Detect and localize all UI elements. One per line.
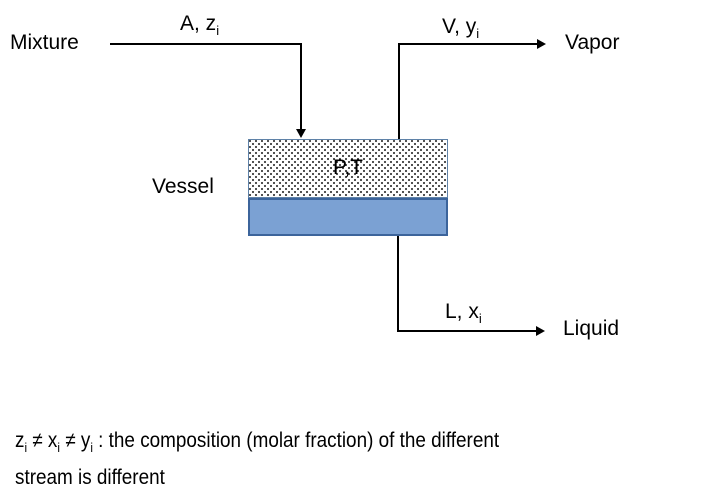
caption-term-y-sub: i	[90, 440, 93, 455]
vessel-label: Vessel	[152, 175, 214, 198]
caption-rest-line-1: : the composition (molar fraction) of th…	[92, 429, 500, 452]
caption-line-1: zi ≠ xi ≠ yi : the composition (molar fr…	[15, 426, 499, 463]
feed-stream-label-sub: i	[216, 23, 220, 38]
liquid-line-horizontal	[397, 330, 537, 332]
liquid-stream-label-main: L, x	[445, 300, 479, 323]
liquid-stream-label-sub: i	[478, 311, 482, 326]
feed-stream-label-main: A, z	[180, 12, 217, 35]
caption-neq-2: ≠	[59, 429, 81, 452]
mixture-label: Mixture	[10, 31, 79, 54]
vessel-liquid-phase	[248, 198, 448, 236]
vessel-state-label: P,T	[333, 156, 363, 179]
vapor-line-horizontal	[398, 43, 538, 45]
caption-term-x: x	[47, 429, 58, 452]
vapor-label: Vapor	[565, 31, 620, 54]
liquid-line-vertical	[397, 236, 399, 331]
caption-term-z-sub: i	[24, 440, 28, 455]
caption-term-x-sub: i	[57, 440, 60, 455]
vapor-stream-label-sub: i	[476, 26, 480, 41]
feed-stream-label: A, zi	[180, 12, 219, 38]
arrowhead-right-liquid-icon	[536, 326, 545, 336]
liquid-label: Liquid	[563, 317, 620, 340]
vapor-stream-label-main: V, y	[442, 15, 477, 38]
caption-neq-1: ≠	[27, 429, 48, 452]
feed-line-horizontal	[110, 43, 302, 45]
caption-term-y: y	[80, 429, 91, 452]
liquid-stream-label: L, xi	[445, 300, 482, 326]
caption-term-z: z	[15, 429, 25, 452]
caption-line-2: stream is different	[15, 466, 165, 489]
feed-line-vertical	[300, 43, 302, 130]
arrowhead-right-vapor-icon	[537, 39, 546, 49]
caption: zi ≠ xi ≠ yi : the composition (molar fr…	[15, 426, 499, 493]
vessel-vapor-space	[248, 139, 448, 198]
arrowhead-down-icon	[296, 129, 306, 138]
vapor-line-vertical	[398, 44, 400, 139]
vapor-stream-label: V, yi	[442, 15, 479, 41]
